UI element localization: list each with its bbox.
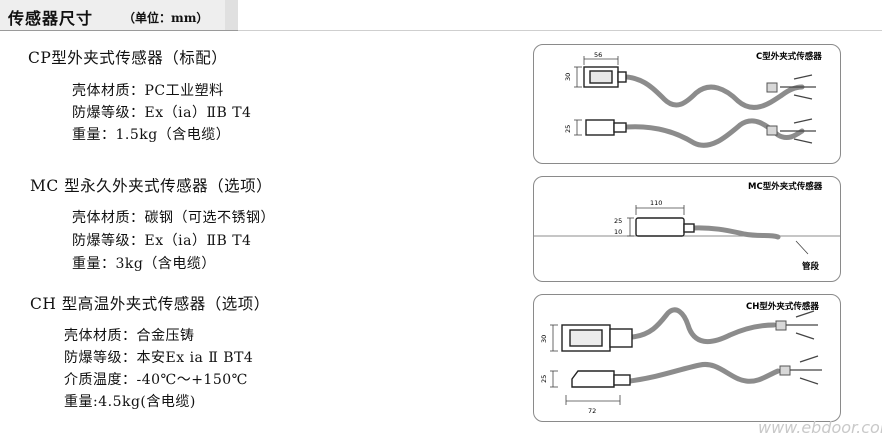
dim-height: 25 <box>564 125 572 133</box>
ch-sensor-drawing: 30 25 72 CH型外夹式传感器 <box>540 301 822 415</box>
diagram-c-sensor: 56 30 25 C型外夹式传感器 <box>533 44 841 164</box>
diagram-label: C型外夹式传感器 <box>756 51 822 62</box>
dim-height: 25 <box>540 375 548 383</box>
section-title-cp: CP型外夹式传感器（标配） <box>28 49 228 67</box>
diagram-ch-sensor: 30 25 72 CH型外夹式传感器 <box>533 294 841 422</box>
diagram-mc-sensor: 110 25 10 MC型外夹式传感器 管段 <box>533 176 841 282</box>
dim-width: 56 <box>594 51 602 59</box>
dim-height: 25 <box>614 217 622 225</box>
spec-line: 防爆等级：Ex（ia）ⅡB T4 <box>72 105 252 121</box>
dim-height: 30 <box>564 73 572 81</box>
spec-line: 重量：3kg（含电缆） <box>72 256 216 272</box>
mc-sensor-drawing: 110 25 10 MC型外夹式传感器 管段 <box>534 181 840 272</box>
pipe-label: 管段 <box>802 261 820 272</box>
unit-note: （单位：mm） <box>123 11 209 25</box>
section-header-bar: 传感器尺寸 （单位：mm） <box>0 0 238 31</box>
c-sensor-drawing: 56 30 25 C型外夹式传感器 <box>564 51 822 148</box>
spec-line: 壳体材质：碳钢（可选不锈钢） <box>72 210 275 226</box>
page-title: 传感器尺寸 <box>8 9 94 28</box>
dim-height: 30 <box>540 335 548 343</box>
spec-line: 壳体材质：合金压铸 <box>64 328 195 344</box>
section-title-ch: CH 型高温外夹式传感器（选项） <box>30 295 270 313</box>
spec-line: 重量：1.5kg（含电缆） <box>72 127 231 143</box>
spec-line: 介质温度：-40℃～+150℃ <box>64 372 248 388</box>
header-tab <box>0 0 225 30</box>
spec-line: 重量:4.5kg(含电缆) <box>64 394 196 410</box>
diagram-label: CH型外夹式传感器 <box>746 301 819 312</box>
spec-line: 防爆等级：本安Ex ia Ⅱ BT4 <box>64 350 254 366</box>
spec-line: 壳体材质：PC工业塑料 <box>72 83 224 99</box>
header-divider <box>238 30 882 31</box>
watermark: www.ebdoor.com <box>758 418 882 437</box>
dim-base: 10 <box>614 228 622 236</box>
dim-width: 110 <box>650 199 662 207</box>
spec-line: 防爆等级：Ex（ia）ⅡB T4 <box>72 233 252 249</box>
diagram-label: MC型外夹式传感器 <box>748 181 823 192</box>
dim-width: 72 <box>588 407 596 415</box>
section-title-mc: MC 型永久外夹式传感器（选项） <box>30 177 273 195</box>
